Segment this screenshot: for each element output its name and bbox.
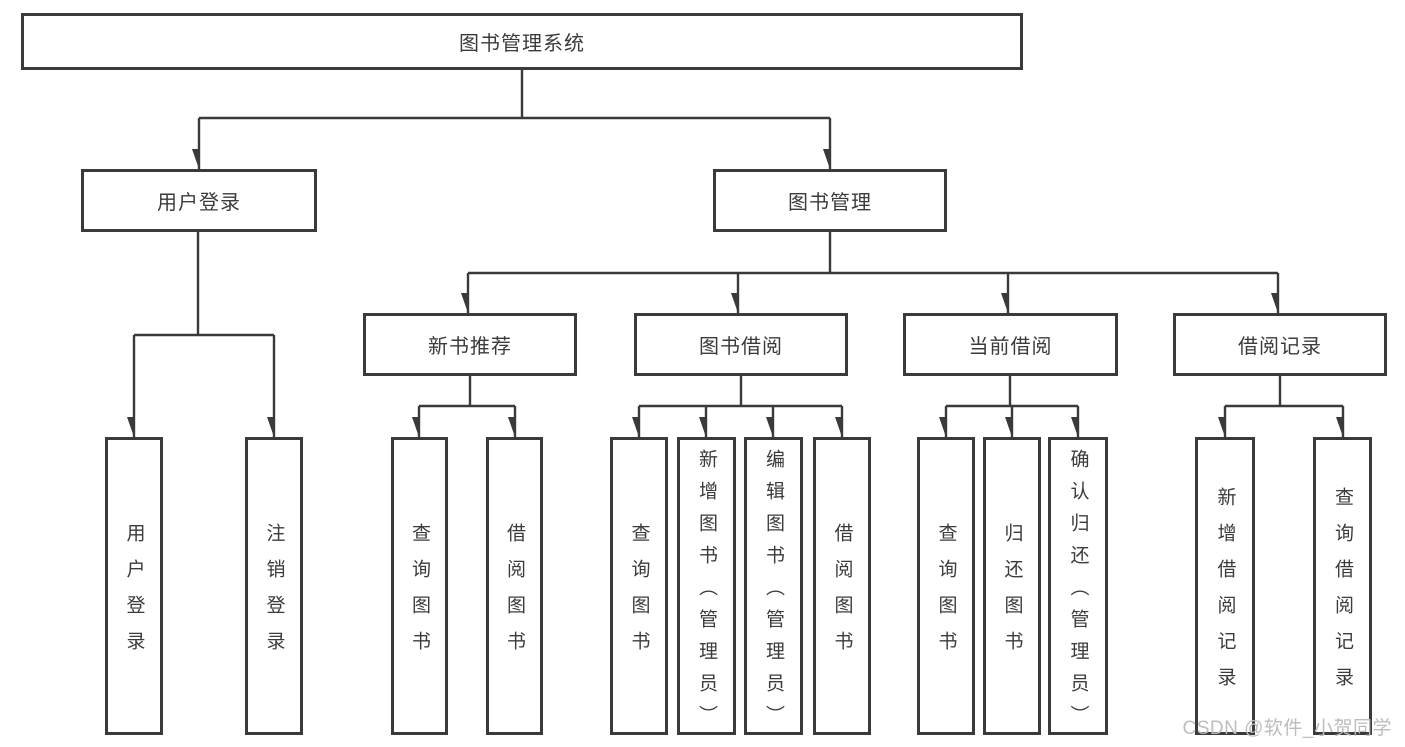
leaf-user-login-label: 用户登录: [123, 522, 145, 667]
leaf-nbr-borrow-books-label: 借阅图书: [504, 522, 525, 667]
connector-trunks: [134, 70, 1343, 408]
leaf-nbr-query-books-label: 查询图书: [409, 522, 430, 667]
node-borrow-records-label: 借阅记录: [1238, 336, 1322, 358]
leaf-cb-return-books-label: 归还图书: [1001, 522, 1023, 667]
node-user-login-group: 用户登录: [81, 169, 317, 232]
leaf-cb-query-books: 查询图书: [917, 437, 975, 735]
leaf-br-add-record: 新增借阅记录: [1195, 437, 1255, 735]
leaf-cb-confirm-return-admin: 确认归还（管理员）: [1048, 437, 1108, 737]
leaf-bb-borrow-books-label: 借阅图书: [831, 522, 853, 667]
leaf-bb-query-books-label: 查询图书: [628, 522, 650, 667]
leaf-cb-query-books-label: 查询图书: [935, 522, 957, 667]
node-root: 图书管理系统: [21, 13, 1023, 70]
node-book-borrow-label: 图书借阅: [699, 336, 783, 358]
watermark: CSDN @软件_小贺同学: [1182, 718, 1392, 739]
leaf-br-add-record-label: 新增借阅记录: [1214, 486, 1236, 703]
node-root-label: 图书管理系统: [459, 33, 585, 55]
leaf-logout-label: 注销登录: [263, 522, 285, 667]
node-new-book-recommend: 新书推荐: [363, 313, 577, 376]
leaf-bb-query-books: 查询图书: [610, 437, 668, 735]
leaf-bb-add-books-admin-label: 新增图书（管理员）: [696, 448, 717, 737]
leaf-user-login: 用户登录: [105, 437, 163, 735]
leaf-cb-confirm-return-admin-label: 确认归还（管理员）: [1067, 448, 1089, 737]
node-borrow-records: 借阅记录: [1173, 313, 1387, 376]
node-current-borrow-label: 当前借阅: [968, 336, 1053, 358]
node-book-management-label: 图书管理: [788, 192, 872, 214]
connector-arrows: [134, 118, 1345, 437]
leaf-bb-edit-books-admin-label: 编辑图书（管理员）: [763, 448, 784, 737]
node-user-login-group-label: 用户登录: [157, 192, 241, 214]
leaf-nbr-query-books: 查询图书: [391, 437, 448, 735]
leaf-logout: 注销登录: [245, 437, 303, 735]
node-current-borrow: 当前借阅: [903, 313, 1118, 376]
node-book-borrow: 图书借阅: [634, 313, 848, 376]
node-book-management: 图书管理: [713, 169, 947, 232]
leaf-bb-borrow-books: 借阅图书: [813, 437, 871, 735]
leaf-nbr-borrow-books: 借阅图书: [486, 437, 543, 735]
leaf-br-query-record-label: 查询借阅记录: [1332, 486, 1353, 703]
leaf-bb-edit-books-admin: 编辑图书（管理员）: [744, 437, 803, 737]
node-new-book-recommend-label: 新书推荐: [428, 336, 512, 358]
leaf-br-query-record: 查询借阅记录: [1313, 437, 1372, 735]
leaf-bb-add-books-admin: 新增图书（管理员）: [677, 437, 736, 737]
leaf-cb-return-books: 归还图书: [983, 437, 1041, 735]
